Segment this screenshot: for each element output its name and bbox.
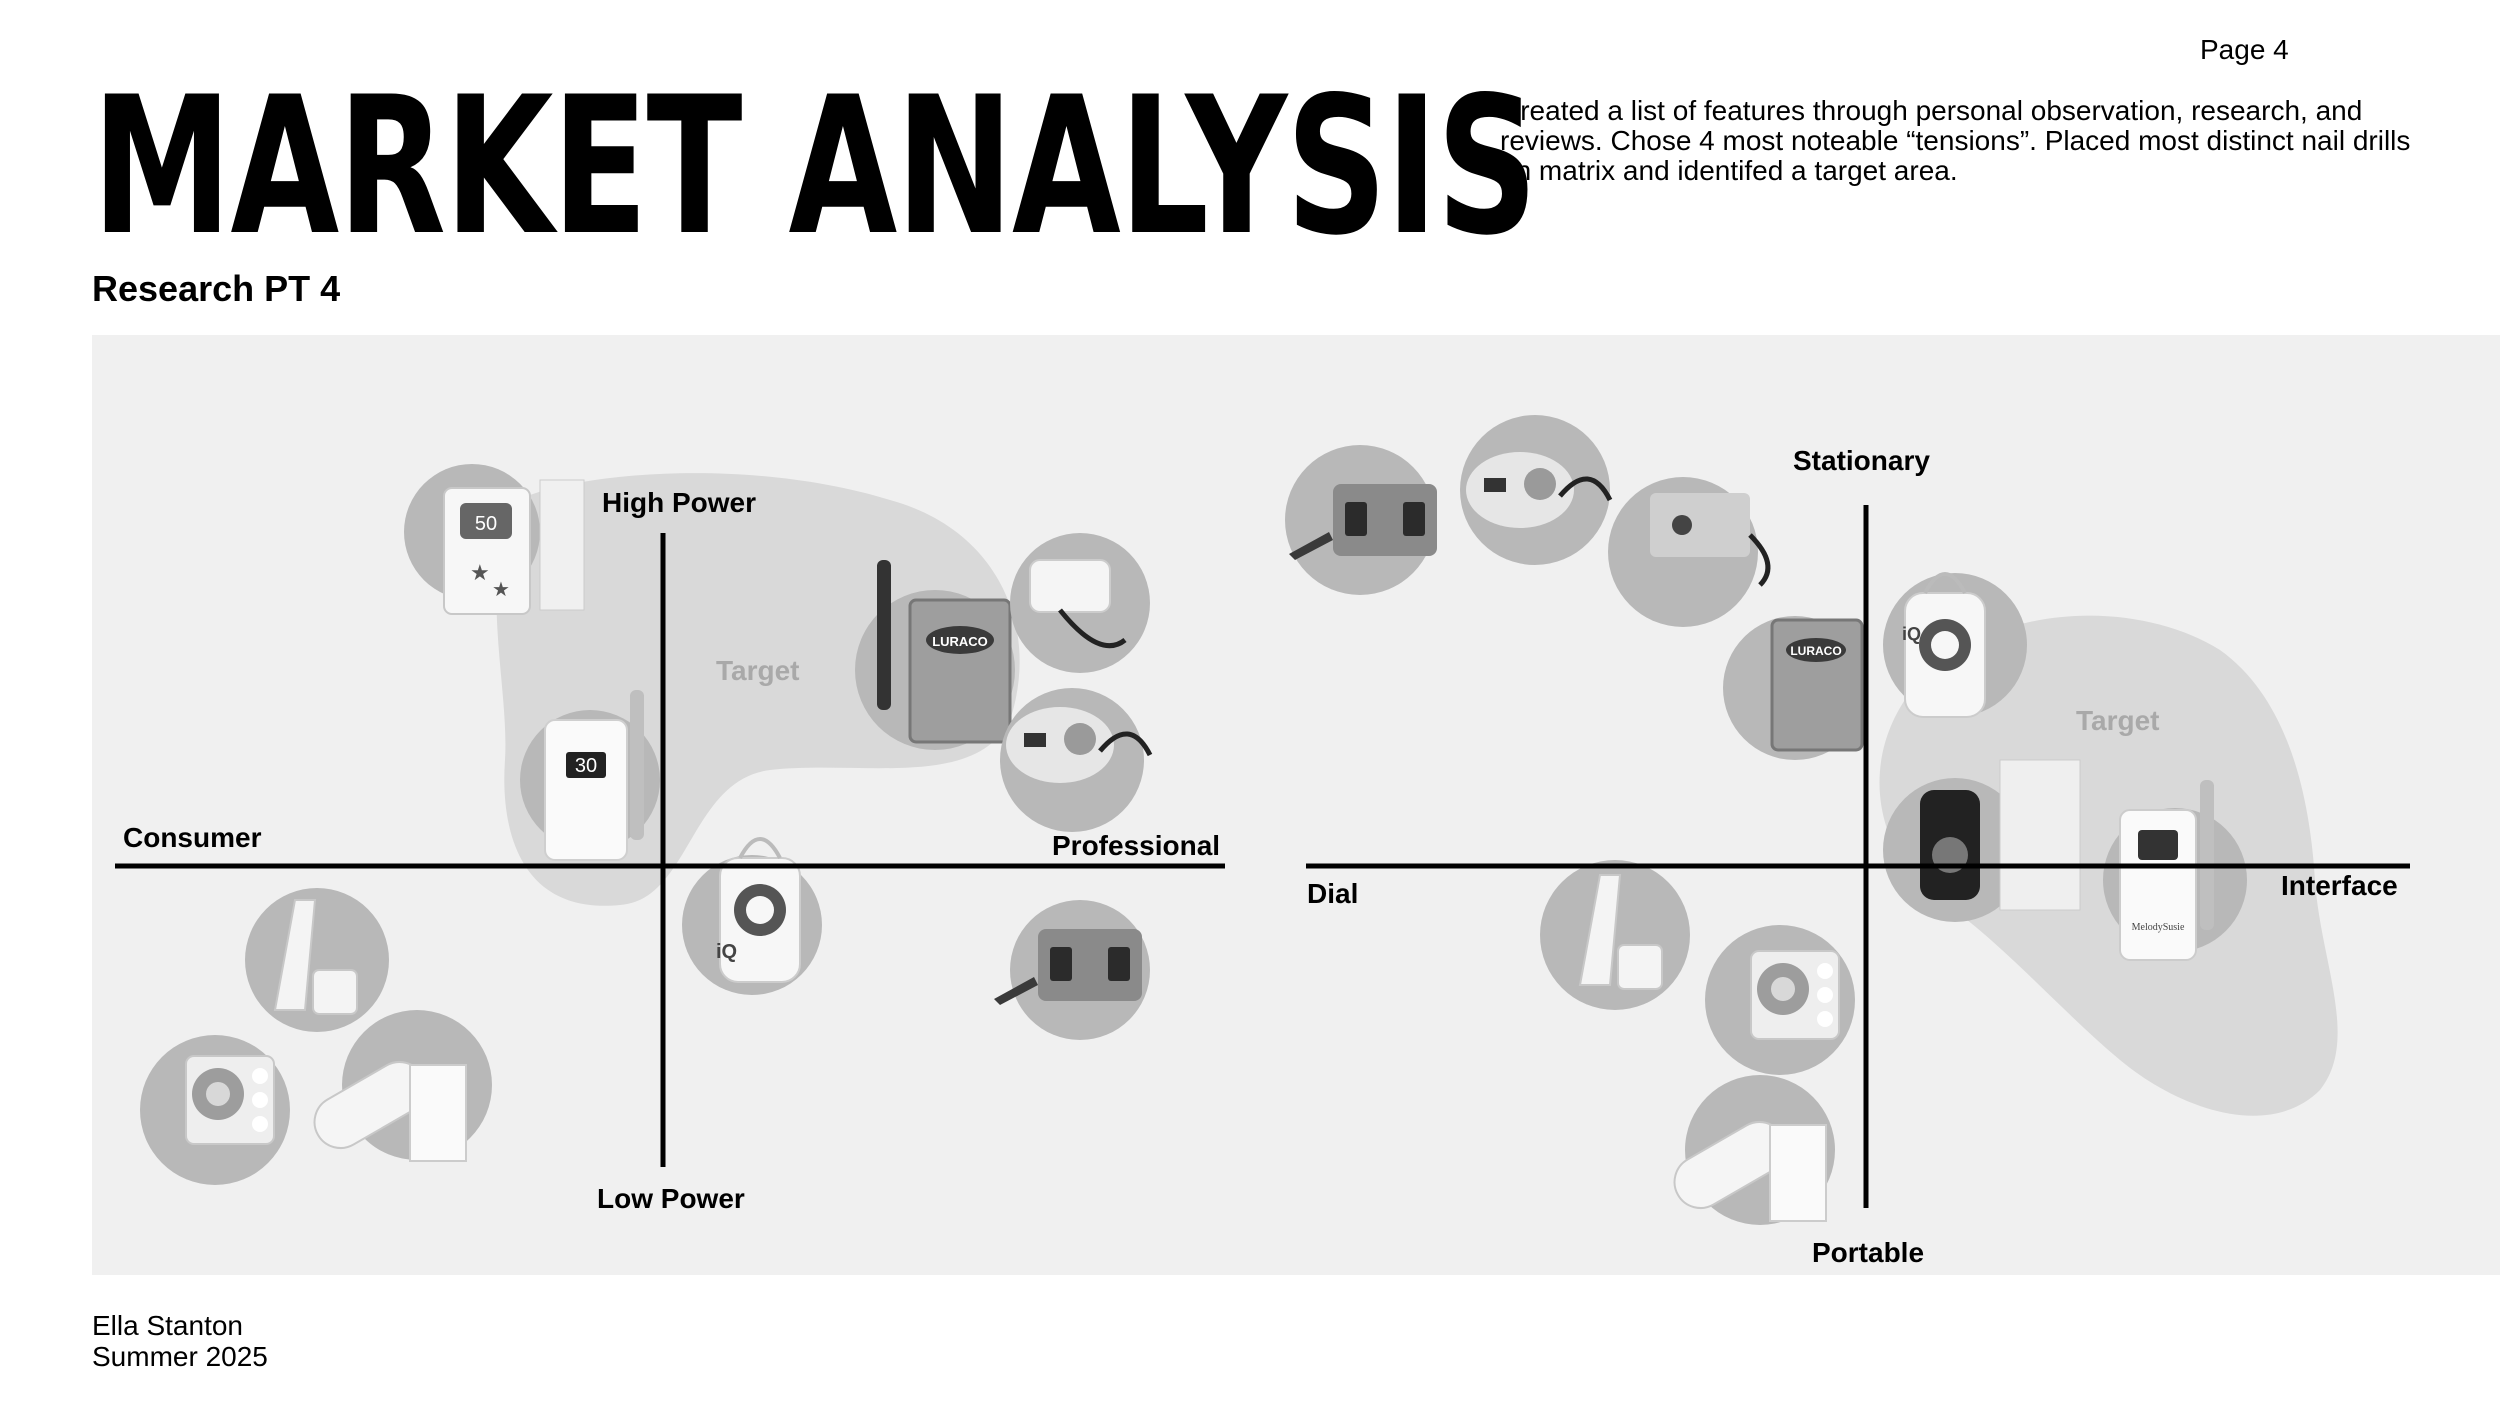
right-target-label: Target [2076, 705, 2160, 736]
season-label: Summer 2025 [92, 1341, 268, 1372]
right-axis-bottom-label: Portable [1812, 1237, 1925, 1268]
product-right-handheld [1540, 860, 1690, 1010]
product-left-handheld [245, 888, 389, 1032]
left-axis-top-label: High Power [602, 487, 757, 518]
product-right-iq: iQ [1883, 572, 2027, 719]
product-left-white-box [1010, 533, 1150, 673]
left-target-label: Target [716, 655, 800, 686]
product-left-kit [140, 1035, 290, 1185]
product-right-dome [1460, 415, 1610, 565]
product-left-iq-drill: iQ [682, 837, 822, 995]
product-left-pen [304, 1010, 492, 1162]
description-text: Created a list of features through perso… [1500, 95, 2411, 186]
product-left-screen-drill: 50 ★ ★ [404, 464, 585, 615]
luraco-badge-right: LURACO [1790, 644, 1841, 658]
svg-text:★: ★ [470, 560, 490, 585]
product-right-pen [1664, 1075, 1835, 1225]
iq-logo-right: iQ [1902, 624, 1921, 644]
page-subtitle: Research PT 4 [92, 268, 341, 309]
digital-display-label: 30 [575, 755, 597, 777]
product-left-dome-drill [1000, 688, 1150, 832]
luraco-badge: LURACO [932, 634, 988, 649]
page-number: Page 4 [2200, 34, 2289, 65]
product-right-stationary-1 [1285, 445, 1437, 595]
brand-small-label: MelodySusie [2132, 922, 2185, 933]
right-axis-top-label: Stationary [1793, 445, 1930, 476]
svg-text:★: ★ [492, 579, 510, 601]
left-axis-right-label: Professional [1052, 830, 1221, 861]
left-axis-left-label: Consumer [123, 822, 262, 853]
right-axis-right-label: Interface [2281, 870, 2398, 901]
left-axis-bottom-label: Low Power [597, 1183, 745, 1214]
footer-credits: Ella Stanton Summer 2025 [92, 1310, 268, 1372]
screen-display-label: 50 [475, 513, 497, 535]
product-left-stationary-drill [994, 900, 1150, 1040]
product-right-kit [1705, 925, 1855, 1075]
page-title: MARKET ANALYSIS [92, 56, 1538, 277]
product-right-interface-drill: MelodySusie [2103, 780, 2247, 961]
right-axis-left-label: Dial [1307, 878, 1359, 909]
product-left-digital-drill: 30 [520, 690, 660, 861]
iq-logo-left: iQ [716, 941, 737, 963]
product-right-luraco: LURACO [1723, 616, 1867, 760]
author-name: Ella Stanton [92, 1310, 243, 1341]
product-right-box [1608, 477, 1768, 627]
product-left-luraco: LURACO [855, 560, 1015, 750]
product-right-black-dial [1883, 759, 2081, 922]
